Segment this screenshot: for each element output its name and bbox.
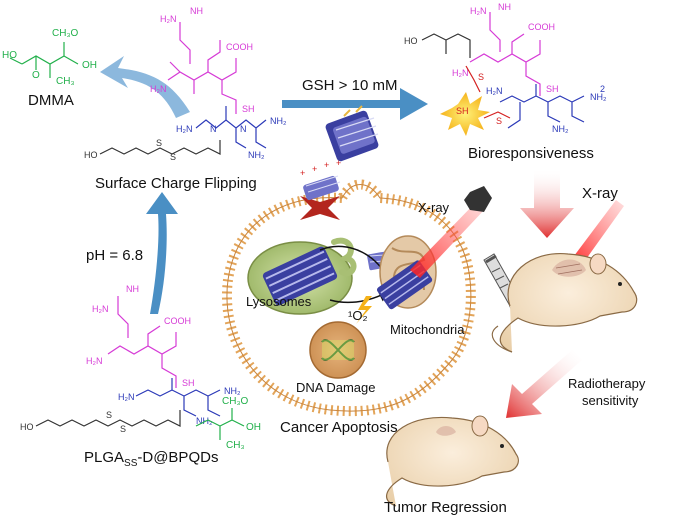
dna-damage-label: DNA Damage xyxy=(296,380,375,395)
bio-nh2b-text: NH₂ xyxy=(552,124,569,134)
plga-h2n2-text: H₂N xyxy=(86,356,103,366)
gsh-label: GSH > 10 mM xyxy=(302,77,397,94)
bio-ho-text: HO xyxy=(404,36,418,46)
dmma-o-text: O xyxy=(32,70,40,81)
xray-source-cell xyxy=(464,186,492,212)
plga-nh2b-text: NH₂ xyxy=(196,416,213,426)
nucleus xyxy=(309,321,367,379)
dmma-ho-text: HO xyxy=(2,50,17,61)
mitochondria-label: Mitochondria xyxy=(390,322,465,337)
charge-plus-3: + xyxy=(324,160,329,170)
bio-to-mouse-arrow xyxy=(520,168,574,238)
plga-s1-text: S xyxy=(106,410,112,420)
bio-sub2-text: 2 xyxy=(600,84,605,94)
surface-n2-text: N xyxy=(240,124,247,134)
bioresponsive-structure: H₂N NH H₂N COOH SH H₂N NH₂ 2 NH₂ HO S SH… xyxy=(404,2,607,136)
bio-nh2-text: NH₂ xyxy=(590,92,607,102)
xray-beam-cell xyxy=(410,200,486,278)
bio-nh-text: NH xyxy=(498,2,511,12)
radiotherapy-label-1: Radiotherapy xyxy=(568,376,646,391)
radiotherapy-label-2: sensitivity xyxy=(582,393,639,408)
surface-cooh-text: COOH xyxy=(226,42,253,52)
surface-nh-text: NH xyxy=(190,6,203,16)
cleavage-burst xyxy=(440,92,490,136)
ph-label: pH = 6.8 xyxy=(86,247,143,264)
tumor-regression-label: Tumor Regression xyxy=(384,499,507,516)
bio-s-text: S xyxy=(478,72,484,82)
surface-charge-label: Surface Charge Flipping xyxy=(95,175,257,192)
plga-label-sub: SS xyxy=(124,458,138,469)
radiotherapy-arrow xyxy=(506,350,582,418)
surface-n1-text: N xyxy=(210,124,217,134)
plga-label-main: PLGA xyxy=(84,449,124,466)
plga-nh-text: NH xyxy=(126,284,139,294)
plga-ch3-text: CH₃ xyxy=(226,440,245,451)
dmma-ch3-text: CH₃ xyxy=(56,76,75,87)
cell-membrane xyxy=(222,179,476,417)
lysosomes-label: Lysosomes xyxy=(246,294,312,309)
plga-sh-text: SH xyxy=(182,378,195,388)
bio-hs-text: S xyxy=(496,116,502,126)
dmma-label: DMMA xyxy=(28,92,74,109)
surface-h2n2-text: H₂N xyxy=(150,84,167,94)
charge-plus-2: + xyxy=(312,164,317,174)
surface-s1-text: S xyxy=(156,138,162,148)
surface-nh2b-text: NH₂ xyxy=(248,150,265,160)
bio-h2n-text: H₂N xyxy=(470,6,487,16)
cancer-apoptosis-label: Cancer Apoptosis xyxy=(280,419,398,436)
bioresponsiveness-label: Bioresponsiveness xyxy=(468,145,594,162)
plga-label-rest: -D@BPQDs xyxy=(137,449,218,466)
xray-beam-mouse xyxy=(574,200,624,262)
plga-label: PLGASS-D@BPQDs xyxy=(84,449,218,469)
charge-plus-4: + xyxy=(336,158,341,168)
endocytosis-particle: + + + + xyxy=(300,158,341,220)
mitochondria xyxy=(376,235,437,310)
surface-charge-structure: H₂N NH H₂N COOH SH H₂N N N NH₂ NH₂ HO S … xyxy=(84,6,287,162)
plga-oh-text: OH xyxy=(246,422,261,433)
plga-ho-text: HO xyxy=(20,422,34,432)
plga-structure: H₂N NH H₂N COOH SH H₂N NH₂ NH₂ HO S S CH… xyxy=(20,284,261,451)
singlet-oxygen-label: ¹O₂ xyxy=(348,308,368,323)
surface-ho-text: HO xyxy=(84,150,98,160)
plga-s2-text: S xyxy=(120,424,126,434)
bio-sh2-text: SH xyxy=(456,106,469,116)
plga-cooh-text: COOH xyxy=(164,316,191,326)
surface-nh2-text: NH₂ xyxy=(270,116,287,126)
lysosome xyxy=(247,241,353,315)
dmma-oh-text: OH xyxy=(82,60,97,71)
bio-cooh-text: COOH xyxy=(528,22,555,32)
mouse-regressed xyxy=(386,415,519,507)
surface-h2n3-text: H₂N xyxy=(176,124,193,134)
xray-cell-label: X-ray xyxy=(418,200,450,215)
dmma-structure: HO CH₃O OH CH₃ O xyxy=(2,28,97,87)
singlet-oxygen-bolt xyxy=(356,296,372,324)
golgi xyxy=(331,237,357,277)
dna-icon xyxy=(321,339,355,361)
dmma-ch3o-text: CH₃O xyxy=(52,28,79,39)
gsh-arrow xyxy=(282,88,428,120)
bio-sh-text: SH xyxy=(546,84,559,94)
surface-s2-text: S xyxy=(170,152,176,162)
charge-plus-1: + xyxy=(300,168,305,178)
plga-h2n-text: H₂N xyxy=(92,304,109,314)
dmma-release-arrow xyxy=(100,56,190,118)
mouse-treated xyxy=(491,253,638,353)
surface-sh-text: SH xyxy=(242,104,255,114)
plga-nh2-text: NH₂ xyxy=(224,386,241,396)
surface-h2n-text: H₂N xyxy=(160,14,177,24)
nanosheet-top xyxy=(325,105,379,162)
xray-mouse-label: X-ray xyxy=(582,185,618,202)
bio-h2n3-text: H₂N xyxy=(486,86,503,96)
plga-h2n3-text: H₂N xyxy=(118,392,135,402)
bio-h2n2-text: H₂N xyxy=(452,68,469,78)
ph-arrow xyxy=(146,192,178,314)
plga-ch3o-text: CH₃O xyxy=(222,396,249,407)
